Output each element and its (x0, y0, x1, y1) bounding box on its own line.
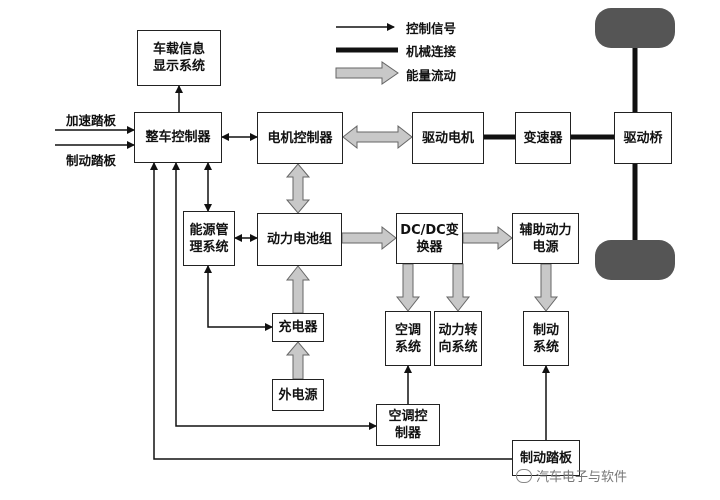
steer-line2: 向系统 (438, 339, 478, 355)
legend-energy-text: 能量流动 (406, 68, 457, 83)
energy-dcdc-aux (462, 225, 513, 251)
ac-ctrl-line1: 空调控 (388, 409, 428, 424)
power-steering-box: 动力转 向系统 (434, 311, 482, 366)
ac-ctrl-line2: 制器 (394, 426, 421, 441)
vcu-ac-ctrl-arrow (172, 162, 377, 430)
aux-power-box: 辅助动力 电源 (512, 213, 579, 264)
brake-pedal-label: 制动踏板 (66, 153, 117, 168)
brake-unit-vcu-arrow (150, 162, 512, 460)
drive-motor-box: 驱动电机 (412, 112, 484, 164)
dcdc-box: DC/DC变 换器 (396, 213, 463, 264)
brake-pedal-unit-box: 制动踏板 (512, 440, 580, 476)
brake-system-box: 制动 系统 (523, 311, 569, 366)
energy-battery-dcdc (341, 225, 397, 251)
vcu-box: 整车控制器 (134, 112, 222, 163)
brake-sys-line2: 系统 (532, 339, 559, 355)
legend-control-text: 控制信号 (406, 21, 457, 36)
drive-axle-box: 驱动桥 (614, 112, 672, 164)
energy-dcdc-ac (395, 263, 421, 312)
watermark-text: 汽车电子与软件 (536, 470, 628, 485)
transmission-box: 变速器 (515, 112, 571, 164)
ac-system-box: 空调 系统 (385, 311, 431, 366)
energy-charger-battery (285, 265, 311, 314)
energy-mc-motor (342, 124, 413, 150)
wheel-bottom (595, 240, 675, 280)
ac-controller-box: 空调控 制器 (376, 404, 440, 446)
energy-battery-mc (285, 163, 311, 214)
bms-box: 能源管 理系统 (183, 211, 235, 266)
brake-sys-line1: 制动 (532, 322, 559, 338)
display-line2: 显示系统 (152, 59, 205, 74)
dcdc-line2: 换器 (416, 239, 443, 255)
display-line1: 车载信息 (152, 42, 205, 57)
aux-line2: 电源 (532, 239, 559, 255)
steer-line1: 动力转 (438, 322, 478, 338)
legend-energy-arrow (335, 61, 399, 85)
bms-line1: 能源管 (189, 222, 229, 238)
bms-line2: 理系统 (189, 239, 229, 255)
wheel-top (595, 8, 675, 48)
ac-line2: 系统 (394, 339, 421, 355)
wechat-icon (516, 468, 532, 483)
dcdc-line1: DC/DC变 (400, 222, 459, 238)
energy-dcdc-steering (445, 263, 471, 312)
display-system-box: 车载信息 显示系统 (137, 30, 221, 86)
energy-ext-charger (285, 341, 311, 380)
charger-box: 充电器 (272, 313, 324, 342)
ac-line1: 空调 (394, 322, 421, 338)
aux-line1: 辅助动力 (519, 222, 572, 238)
energy-aux-brake (533, 263, 559, 312)
bms-charger-arrow (204, 265, 273, 331)
battery-box: 动力电池组 (257, 213, 342, 266)
watermark: 汽车电子与软件 (516, 466, 627, 485)
accelerator-label: 加速踏板 (66, 113, 117, 128)
legend-mechanical-text: 机械连接 (406, 44, 457, 59)
motor-controller-box: 电机控制器 (257, 112, 343, 164)
external-power-box: 外电源 (272, 379, 324, 411)
